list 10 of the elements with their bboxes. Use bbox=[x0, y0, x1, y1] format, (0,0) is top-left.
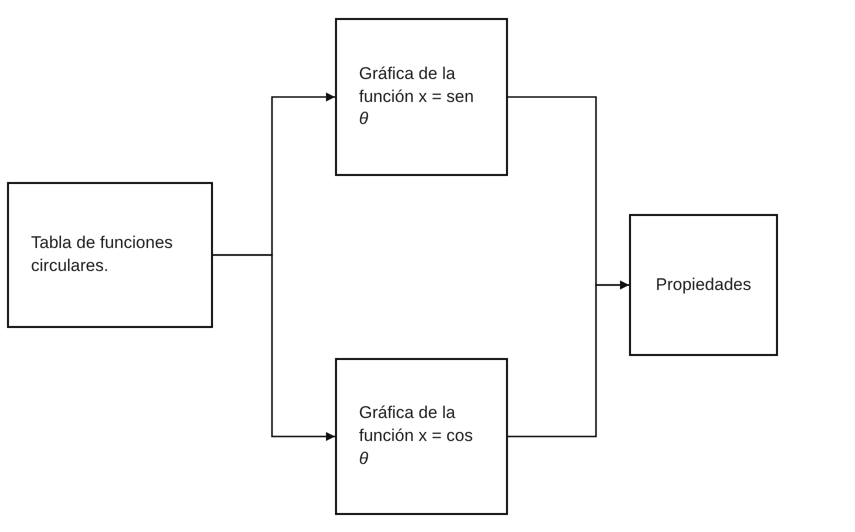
box-label: Gráfica de la función x = cos θ bbox=[358, 402, 474, 470]
process-box bbox=[7, 182, 213, 328]
box-label: Tabla de funciones circulares. bbox=[30, 232, 174, 277]
process-box bbox=[335, 358, 508, 515]
process-box bbox=[335, 18, 508, 176]
arrow bbox=[213, 254, 335, 441]
box-label: Propiedades bbox=[654, 274, 752, 296]
process-box bbox=[629, 214, 778, 356]
arrow bbox=[508, 280, 629, 438]
box-label: Gráfica de la función x = sen θ bbox=[358, 62, 475, 130]
